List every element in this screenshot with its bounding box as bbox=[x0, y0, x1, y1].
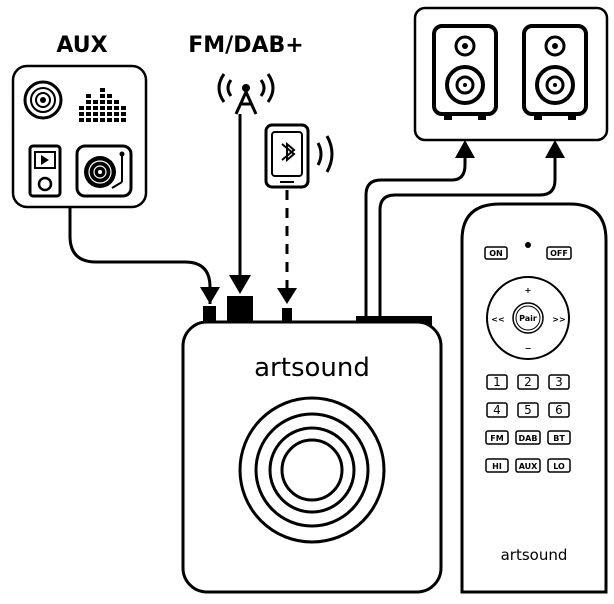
artsound-device bbox=[181, 320, 443, 594]
volume-down-button[interactable]: − bbox=[525, 344, 532, 353]
previous-button[interactable]: << bbox=[491, 315, 504, 324]
speaker-cable-right bbox=[378, 148, 557, 316]
dpad bbox=[486, 276, 570, 360]
lo-label: LO bbox=[553, 462, 565, 471]
aux-sources-box bbox=[11, 64, 148, 209]
number-row-1: 1 2 3 bbox=[486, 374, 570, 390]
indicator-led bbox=[525, 242, 531, 248]
remote-control bbox=[460, 202, 608, 594]
pair-button[interactable]: Pair bbox=[519, 314, 537, 323]
key-1-label: 1 bbox=[493, 375, 501, 389]
turntable-icon bbox=[75, 144, 133, 198]
antenna-icon bbox=[217, 73, 275, 115]
on-button[interactable]: ON bbox=[484, 246, 508, 260]
aux-cable bbox=[68, 207, 212, 304]
speaker-icon bbox=[432, 24, 498, 120]
speaker-cable-left bbox=[364, 148, 467, 316]
aux-label: AUX bbox=[56, 33, 107, 58]
volume-knob[interactable] bbox=[238, 396, 386, 544]
lo-button[interactable] bbox=[547, 458, 571, 473]
dab-label: DAB bbox=[519, 434, 538, 443]
volume-up-button[interactable]: + bbox=[525, 286, 532, 295]
aux-button[interactable] bbox=[515, 458, 541, 473]
key-4-button[interactable] bbox=[486, 402, 508, 418]
key-4-label: 4 bbox=[493, 403, 501, 417]
source-row: FM DAB BT bbox=[485, 430, 571, 445]
bluetooth-module bbox=[282, 308, 292, 324]
hi-button[interactable] bbox=[485, 458, 509, 473]
remote-brand: artsound bbox=[501, 546, 568, 564]
next-button[interactable]: >> bbox=[552, 315, 565, 324]
media-player-icon bbox=[28, 144, 62, 198]
aux-key-label: AUX bbox=[519, 462, 538, 471]
key-6-button[interactable] bbox=[548, 402, 570, 418]
equalizer-icon bbox=[79, 88, 126, 122]
svg-text:ON: ON bbox=[489, 249, 503, 258]
cd-icon bbox=[23, 80, 63, 120]
bluetooth-arrow bbox=[277, 288, 297, 304]
svg-text:OFF: OFF bbox=[550, 249, 568, 258]
key-2-button[interactable] bbox=[517, 374, 539, 390]
key-6-label: 6 bbox=[555, 403, 563, 417]
number-row-2: 4 5 6 bbox=[486, 402, 570, 418]
fm-label: FM bbox=[490, 434, 503, 443]
function-row: HI AUX LO bbox=[485, 458, 571, 473]
fm-button[interactable] bbox=[485, 430, 509, 445]
key-5-label: 5 bbox=[524, 403, 532, 417]
speaker-arrow-left bbox=[455, 140, 475, 158]
key-1-button[interactable] bbox=[486, 374, 508, 390]
speaker-arrow-right bbox=[545, 140, 565, 158]
dab-button[interactable] bbox=[515, 430, 541, 445]
speakers-box bbox=[413, 6, 609, 142]
key-3-button[interactable] bbox=[548, 374, 570, 390]
fm-dab-label: FM/DAB+ bbox=[188, 33, 303, 58]
bt-label: BT bbox=[553, 434, 565, 443]
off-button[interactable]: OFF bbox=[546, 246, 572, 260]
key-5-button[interactable] bbox=[517, 402, 539, 418]
speaker-icon bbox=[522, 24, 588, 120]
antenna-arrow bbox=[229, 275, 251, 294]
device-brand: artsound bbox=[254, 353, 370, 383]
bt-button[interactable] bbox=[547, 430, 571, 445]
hi-label: HI bbox=[492, 462, 502, 471]
aux-arrow bbox=[200, 287, 220, 304]
key-3-label: 3 bbox=[555, 375, 563, 389]
phone-bluetooth-icon bbox=[264, 123, 334, 189]
key-2-label: 2 bbox=[524, 375, 532, 389]
